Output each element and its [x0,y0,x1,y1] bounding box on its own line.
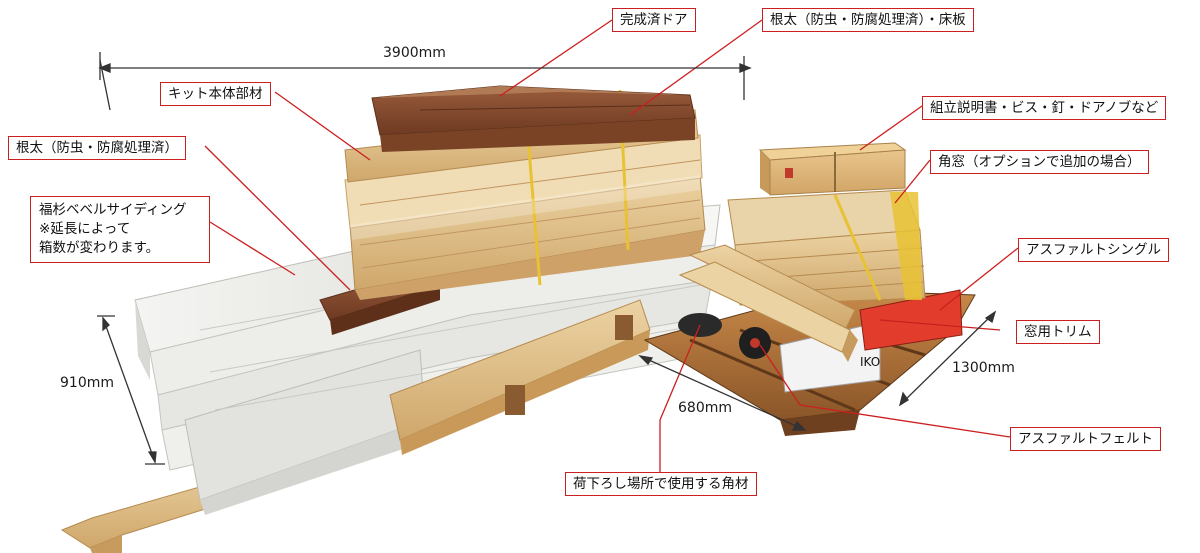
label-asphalt-felt: アスファルトフェルト [1010,427,1161,451]
siding-line-1: 福杉ベベルサイディング [39,202,187,218]
siding-line-2: ※延長によって [39,221,131,237]
dim-width-main: 910mm [60,375,114,391]
svg-text:IKO: IKO [860,355,880,369]
siding-bundles [134,204,721,515]
label-siding: 福杉ベベルサイディング ※延長によって 箱数が変わります。 [30,196,210,263]
dim-pallet-length: 1300mm [952,360,1015,376]
dimension-lines [97,52,997,465]
label-manual-and-hardware: 組立説明書・ビス・釘・ドアノブなど [922,96,1167,120]
right-pallet: IKO [643,289,976,436]
dim-length-main: 3900mm [383,45,446,61]
siding-line-3: 箱数が変わります。 [39,240,160,256]
leader-lines [204,19,1019,476]
label-finished-door: 完成済ドア [612,8,696,32]
dim-pallet-depth: 680mm [678,400,732,416]
label-sill-treated: 根太（防虫・防腐処理済） [8,136,186,160]
window-trim-lumber [678,244,858,362]
label-kit-body-parts: キット本体部材 [160,82,271,106]
label-asphalt-shingle: アスファルトシングル [1018,238,1169,262]
label-corner-window: 角窓（オプションで追加の場合） [930,150,1149,174]
label-window-trim: 窓用トリム [1016,320,1100,344]
label-sill-and-floor: 根太（防虫・防腐処理済）・床板 [762,8,974,32]
label-unloading-lumber: 荷下ろし場所で使用する角材 [565,472,757,496]
manual-hardware-box [758,142,907,196]
finished-door [371,85,696,152]
